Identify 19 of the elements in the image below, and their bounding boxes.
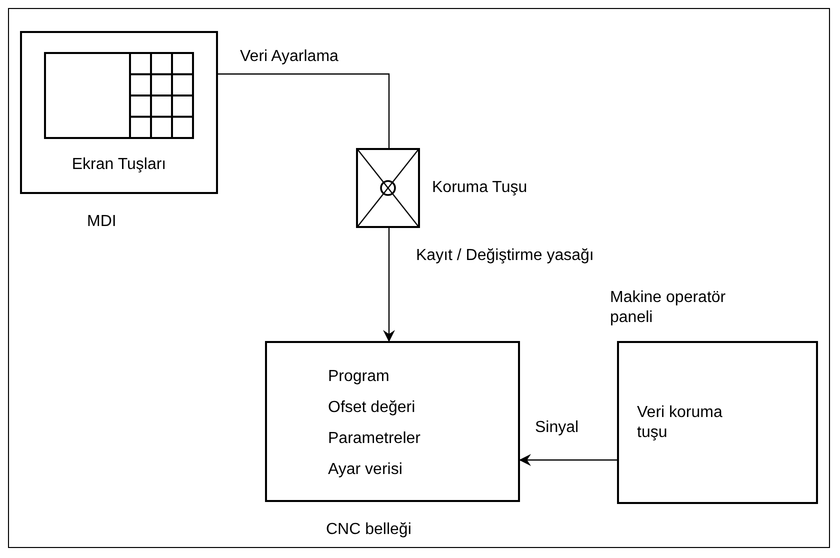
node-text: Program — [328, 367, 390, 387]
connector-line — [519, 454, 617, 466]
edge-label: Veri Ayarlama — [240, 47, 338, 66]
edge-label: Sinyal — [535, 418, 579, 438]
node-text: Ekran Tuşları — [70, 155, 168, 175]
node-caption: Koruma Tuşu — [432, 178, 528, 198]
node-caption: MDI — [87, 212, 116, 232]
node-text: Ofset değeri — [328, 398, 416, 418]
edge-label: Kayıt / Değiştirme yasağı — [416, 246, 594, 266]
node-text: Veri koruma tuşu — [637, 403, 724, 443]
mdi-panel-box — [20, 31, 218, 194]
node-caption: Makine operatör paneli — [610, 288, 727, 328]
connector-line — [383, 228, 395, 342]
memory-box — [265, 341, 520, 502]
connector-line — [218, 73, 390, 148]
operator-panel-box — [617, 341, 818, 504]
node-caption: CNC belleği — [326, 520, 412, 540]
node-text: Ayar verisi — [328, 460, 402, 480]
node-text: Parametreler — [328, 429, 420, 449]
